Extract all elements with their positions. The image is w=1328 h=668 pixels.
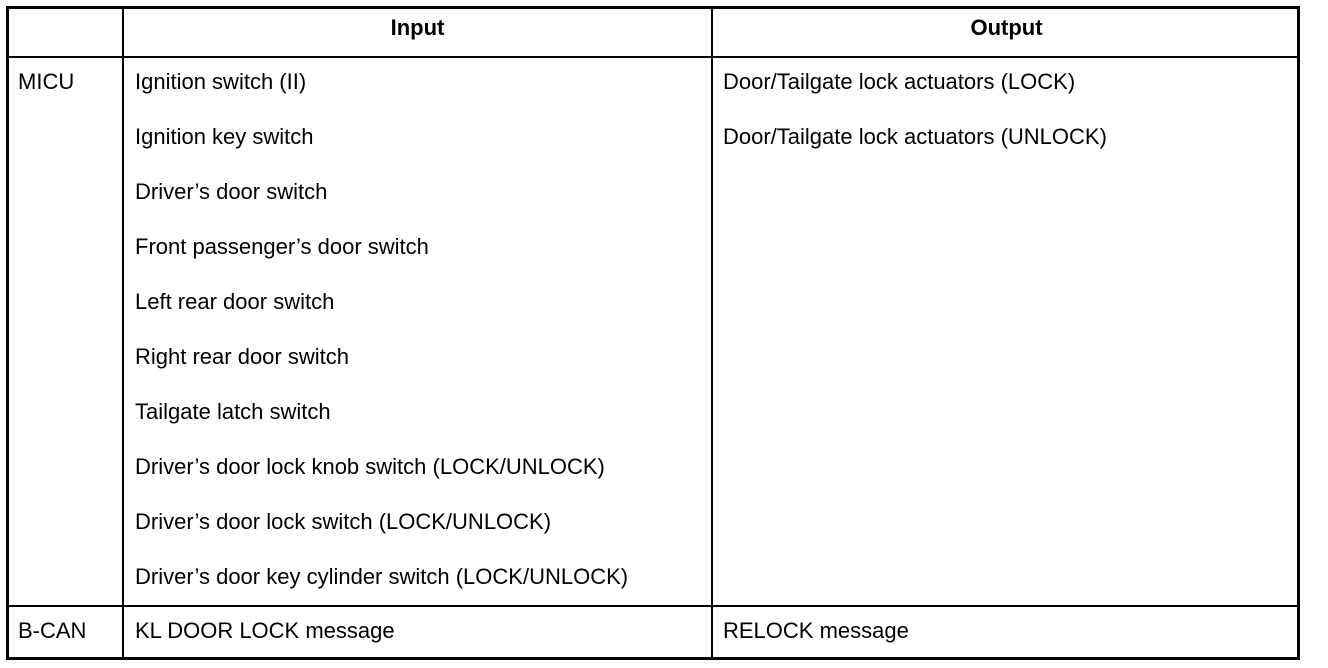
table-border: [6, 6, 1300, 660]
header-divider: [6, 56, 1300, 58]
input-item: Ignition switch (II): [135, 69, 307, 94]
output-item: Door/Tailgate lock actuators (LOCK): [723, 69, 1076, 94]
input-item: Left rear door switch: [135, 289, 335, 314]
column-divider-2: [711, 6, 713, 660]
input-item: Front passenger’s door switch: [135, 234, 429, 259]
input-item: KL DOOR LOCK message: [135, 618, 395, 643]
input-item: Driver’s door lock knob switch (LOCK/UNL…: [135, 454, 605, 479]
header-input: Input: [390, 15, 445, 40]
input-item: Driver’s door key cylinder switch (LOCK/…: [135, 564, 629, 589]
module-micu: MICU: [18, 69, 75, 94]
output-item: Door/Tailgate lock actuators (UNLOCK): [723, 124, 1107, 149]
output-item: RELOCK message: [723, 618, 909, 643]
input-item: Ignition key switch: [135, 124, 314, 149]
input-item: Driver’s door switch: [135, 179, 328, 204]
column-divider-1: [122, 6, 124, 660]
input-item: Driver’s door lock switch (LOCK/UNLOCK): [135, 509, 552, 534]
module-b-can: B-CAN: [18, 618, 87, 643]
input-item: Tailgate latch switch: [135, 399, 331, 424]
header-output: Output: [970, 15, 1043, 40]
input-item: Right rear door switch: [135, 344, 349, 369]
row-divider: [6, 605, 1300, 607]
